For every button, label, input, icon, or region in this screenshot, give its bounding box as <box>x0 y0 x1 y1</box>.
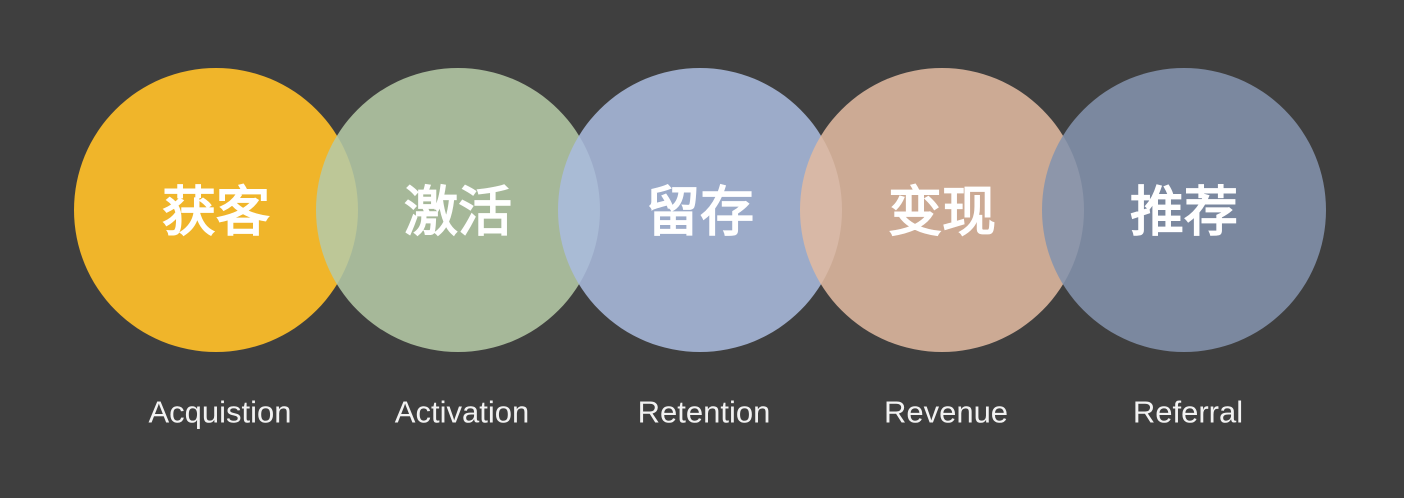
stage-circle-revenue <box>800 68 1084 352</box>
stage-title-revenue: 变现 <box>888 181 996 244</box>
circles-layer <box>74 68 1326 352</box>
stage-circle-acquistion <box>74 68 358 352</box>
labels-layer: 获客 Acquistion 激活 Activation 留存 Retention 变现 Rev… <box>148 181 1243 430</box>
stage-label-retention: Retention <box>638 395 771 430</box>
stage-label-revenue: Revenue <box>884 395 1008 430</box>
stage-title-activation: 激活 <box>404 181 512 244</box>
stage-circle-retention <box>558 68 842 352</box>
stage-circle-activation <box>316 68 600 352</box>
stage-title-acquistion: 获客 <box>162 181 270 244</box>
stage-title-referral: 推荐 <box>1130 181 1238 244</box>
stage-label-activation: Activation <box>395 395 529 430</box>
stage-circle-referral <box>1042 68 1326 352</box>
stage-title-retention: 留存 <box>646 181 754 244</box>
stage-label-acquistion: Acquistion <box>148 395 291 430</box>
stage-label-referral: Referral <box>1133 395 1243 430</box>
